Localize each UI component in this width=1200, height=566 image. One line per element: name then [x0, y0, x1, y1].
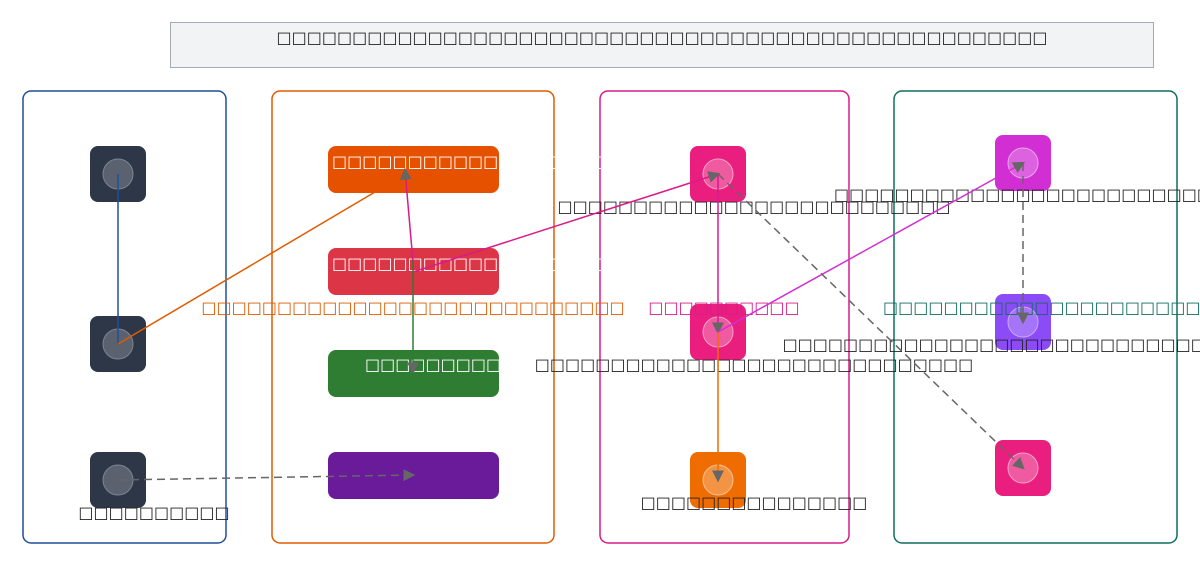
edge-lane1-node3-to-lane2-rect4 [117, 469, 416, 482]
lane4-node1-caption: □□□□□□□□□□□□□□□□□□□□□□□□□ [834, 185, 1200, 204]
lane-1 [22, 90, 227, 544]
lane1-node3-caption: □□□□□□□□□□ [78, 503, 229, 522]
lane2-rect-2[interactable]: □□□□□□□□□□□□□□□□□□□□ [328, 248, 634, 295]
edge-lane2-rect2-to-lane3-node1 [412, 171, 721, 273]
diagram-title: □□□□□□□□□□□□□□□□□□□□□□□□□□□□□□□□□□□□□□□□… [276, 28, 1048, 47]
diagram-title-box: □□□□□□□□□□□□□□□□□□□□□□□□□□□□□□□□□□□□□□□□… [170, 22, 1154, 68]
lane4-node2-label: □□□□□□□□□□□□□□□□□□□□□□□□□ [883, 298, 1200, 317]
lane2-rect-1[interactable]: □□□□□□□□□□□□□□□□□□□□ [328, 146, 634, 193]
lane3-node3-caption: □□□□□□□□□□□□□□□ [641, 493, 868, 512]
lane-4 [893, 90, 1178, 544]
lane4-node2-caption: □□□□□□□□□□□□□□□□□□□□□□□□□□□□□□□□□ [783, 335, 1200, 354]
lane-2 [271, 90, 555, 544]
lane3-node2-label: □□□□□□□□□□ [648, 298, 799, 317]
lane3-node2-caption: □□□□□□□□□□□□□□□□□□□□□□□□□□□□□ [535, 355, 973, 374]
lane2-rect3-label: □□□□□□□□□□□□ [365, 355, 546, 374]
lane2-rect1-label: □□□□□□□□□□□□□□□□□□□□ [332, 152, 634, 171]
edge-lane2-rect2-to-rect1 [399, 167, 414, 263]
edge-lane3-node1-to-lane4-node3 [717, 173, 1025, 470]
lane2-rect-3[interactable]: □□□□□□□□□□□□ [328, 350, 546, 397]
lane-3 [599, 90, 850, 544]
edge-lane1-node2-to-lane2-rect1 [117, 191, 376, 345]
edge-lane3-node2-to-lane4-node1 [717, 161, 1026, 333]
lane2-rect2-label: □□□□□□□□□□□□□□□□□□□□ [332, 254, 634, 273]
lane3-node1-caption: □□□□□□□□□□□□□□□□□□□□□□□□□□ [557, 197, 950, 216]
